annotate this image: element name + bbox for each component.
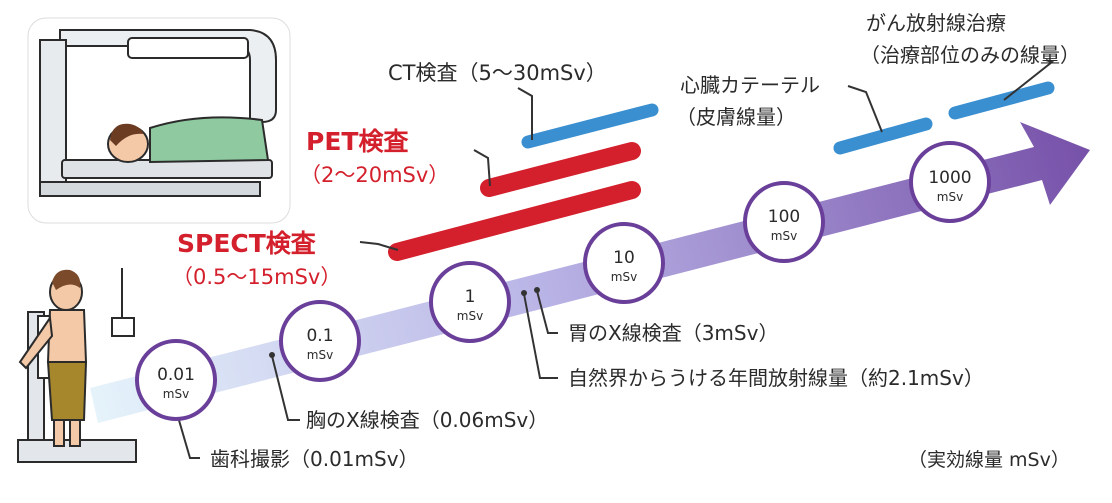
pet-scanner-icon (27, 17, 291, 224)
scale-circle-2-unit: mSv (457, 309, 483, 323)
scale-circle-5-unit: mSv (937, 190, 963, 204)
scale-circle-2-value: 1 (465, 287, 476, 307)
scale-circle-3-value: 10 (613, 248, 635, 268)
dental-label: 歯科撮影（0.01mSv） (210, 447, 419, 471)
ct-range-bar (521, 103, 659, 149)
scale-circle-4-unit: mSv (771, 229, 797, 243)
scale-circle-3-unit: mSv (611, 270, 637, 284)
natural-label: 自然界からうける年間放射線量（約2.1mSv） (568, 366, 984, 390)
scale-circle-1: 0.1 mSv (279, 300, 361, 382)
scale-circle-5: 1000 mSv (909, 141, 991, 223)
scale-circle-1-unit: mSv (307, 348, 333, 362)
stomach-label: 胃のX線検査（3mSv） (568, 321, 778, 345)
unit-note: （実効線量 mSv） (908, 449, 1070, 471)
pet-range-bar (480, 142, 641, 197)
spect-range: （0.5～15mSv） (172, 265, 341, 289)
spect-title: SPECT検査 (177, 229, 316, 258)
natural-marker-dot (521, 290, 527, 296)
scale-circle-5-value: 1000 (928, 168, 971, 188)
chest-marker-dot (269, 352, 275, 358)
spect-range-bar (388, 181, 641, 261)
pet-range: （2～20mSv） (300, 163, 449, 187)
cancer-label-line2: （治療部位のみの線量） (860, 43, 1080, 67)
leader-lines (175, 59, 1055, 459)
cancer-label-line1: がん放射線治療 (866, 11, 1006, 35)
chest-label: 胸のX線検査（0.06mSv） (306, 408, 548, 432)
scale-circle-2: 1 mSv (429, 261, 511, 343)
scale-circle-0-value: 0.01 (157, 365, 195, 385)
scale-circle-0-unit: mSv (163, 387, 189, 401)
scale-circle-0: 0.01 mSv (135, 339, 217, 421)
xray-patient-icon (17, 268, 137, 463)
cardiac-label-line1: 心臓カテーテル (680, 73, 820, 97)
cardiac-label-line2: （皮膚線量） (676, 105, 796, 129)
pet-title: PET検査 (306, 127, 408, 156)
cardiac-catheter-bar (833, 117, 933, 155)
scale-circle-4-value: 100 (768, 207, 800, 227)
scale-circle-3: 10 mSv (583, 222, 665, 304)
cancer-therapy-bar (948, 81, 1055, 120)
scale-circle-1-value: 0.1 (306, 326, 333, 346)
scale-circle-4: 100 mSv (743, 181, 825, 263)
ct-label: CT検査（5～30mSv） (388, 61, 607, 85)
stomach-marker-dot (534, 287, 540, 293)
